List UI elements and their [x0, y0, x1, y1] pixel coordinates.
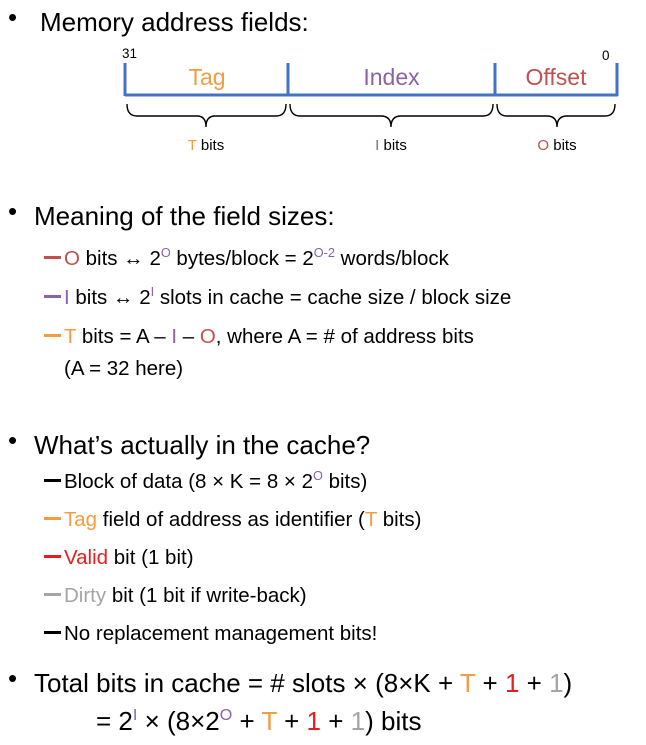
text-run: = 2	[96, 706, 133, 736]
exponent-o: O	[313, 467, 323, 483]
cache-item-block: Block of data (8 × K = 8 × 2O bits)	[44, 467, 368, 494]
text-run: bits)	[377, 508, 422, 531]
offset-bits-suffix: bits	[549, 137, 577, 154]
tag-bits-label: T bits	[146, 137, 266, 154]
text-run: words/block	[334, 247, 449, 270]
text-run: Block of data (8 × K = 8 × 2	[64, 470, 314, 493]
text-run: No replacement management bits!	[64, 622, 378, 645]
tag-letter: T	[64, 325, 77, 348]
field-tag-label: Tag	[188, 64, 226, 90]
field-size-tag-line: T bits = A – I – O, where A = # of addre…	[44, 325, 474, 349]
dirty-word: Dirty	[64, 584, 107, 607]
dash-icon	[44, 631, 61, 634]
valid-one: 1	[504, 668, 520, 698]
bullet: •	[8, 425, 18, 455]
tag-word: Tag	[64, 508, 98, 531]
section-title-address-fields: Memory address fields:	[40, 7, 309, 37]
text-run: bit (1 bit if write-back)	[106, 584, 307, 607]
field-size-offset-line: O bits ↔ 2O bytes/block = 2O-2 words/blo…	[44, 244, 449, 271]
text-run: bit (1 bit)	[108, 546, 194, 569]
tag-bits-letter: T	[187, 137, 197, 154]
offset-brace	[496, 103, 616, 128]
address-fields-diagram	[123, 63, 619, 128]
text-run: slots in cache = cache size / block size	[154, 286, 512, 309]
tag-letter: T	[364, 508, 377, 531]
text-run: +	[475, 668, 505, 698]
offset-letter: O	[199, 325, 216, 348]
dash-icon	[44, 334, 61, 337]
exponent-o-minus-2: O-2	[313, 244, 335, 260]
cache-item-no-replacement: No replacement management bits!	[44, 622, 377, 646]
exponent-i: I	[150, 283, 155, 299]
text-run: +	[232, 706, 262, 736]
index-letter: I	[171, 325, 178, 348]
index-letter: I	[64, 286, 70, 309]
dash-icon	[44, 256, 61, 259]
total-bits-line-1: Total bits in cache = # slots × (8×K + T…	[34, 668, 572, 699]
text-run: +	[519, 668, 550, 698]
text-run: bits ↔ 2	[69, 286, 151, 309]
cache-item-tag: Tag field of address as identifier (T bi…	[44, 508, 421, 532]
text-run: bytes/block = 2	[170, 247, 314, 270]
text-run: field of address as identifier (	[97, 508, 365, 531]
section-title-cache-contents: What’s actually in the cache?	[34, 430, 371, 460]
text-run: bits = A –	[76, 325, 172, 348]
cache-item-valid: Valid bit (1 bit)	[44, 546, 194, 570]
index-bits-letter: I	[375, 137, 380, 154]
dash-icon	[44, 555, 61, 558]
index-bits-label: I bits	[331, 137, 451, 154]
text-run: )	[563, 668, 573, 698]
index-bits-suffix: bits	[379, 137, 407, 154]
cache-item-dirty: Dirty bit (1 bit if write-back)	[44, 584, 307, 608]
field-index-label: Index	[363, 64, 420, 90]
text-run: +	[321, 706, 351, 736]
dirty-one: 1	[549, 668, 564, 698]
tag-brace	[126, 103, 287, 128]
bit-number-low: 0	[602, 48, 610, 63]
dash-icon	[44, 295, 61, 298]
exponent-o: O	[160, 244, 171, 260]
dash-icon	[44, 517, 61, 520]
offset-bits-letter: O	[537, 137, 550, 154]
offset-bits-label: O bits	[497, 137, 617, 154]
text-run: bits ↔ 2	[79, 247, 161, 270]
tag-bits-suffix: bits	[196, 137, 225, 154]
tag-letter: T	[459, 668, 476, 698]
total-bits-line-2: = 2I × (8×2O + T + 1 + 1) bits	[96, 706, 421, 737]
field-offset-label: Offset	[525, 64, 587, 90]
field-size-index-line: I bits ↔ 2I slots in cache = cache size …	[44, 283, 512, 310]
text-run: ) bits	[365, 706, 422, 736]
text-run: bits)	[322, 470, 368, 493]
bullet: •	[8, 2, 18, 32]
text-run: × (8×2	[137, 706, 220, 736]
dash-icon	[44, 593, 61, 596]
bullet: •	[8, 663, 18, 693]
dirty-one: 1	[350, 706, 366, 736]
offset-letter: O	[64, 247, 80, 270]
tag-letter: T	[261, 706, 277, 736]
text-run: Total bits in cache = # slots × (8×K +	[34, 668, 460, 698]
exponent-i: I	[132, 705, 138, 724]
bit-number-high: 31	[122, 46, 138, 61]
valid-one: 1	[306, 706, 321, 736]
bullet: •	[8, 196, 18, 226]
valid-word: Valid	[64, 546, 109, 569]
address-bits-note: (A = 32 here)	[64, 357, 184, 380]
text-run: , where A = # of address bits	[215, 325, 474, 348]
section-title-field-sizes: Meaning of the field sizes:	[34, 201, 335, 231]
exponent-o: O	[219, 705, 233, 724]
text-run: +	[276, 706, 307, 736]
index-brace	[289, 103, 494, 128]
text-run: –	[177, 325, 200, 348]
dash-icon	[44, 479, 61, 482]
